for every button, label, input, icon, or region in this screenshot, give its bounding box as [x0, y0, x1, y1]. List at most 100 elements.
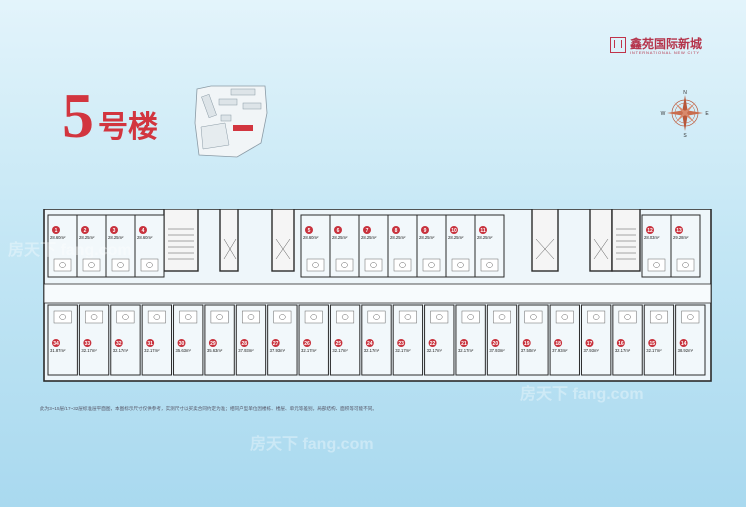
- unit-badge: [392, 226, 400, 234]
- unit-number: 5: [308, 228, 311, 234]
- top-unit-5: 528.60m²: [300, 214, 331, 278]
- unit-area: 32.17m²: [458, 348, 474, 353]
- building-label: 号楼: [98, 110, 158, 145]
- unit-area: 35.63m²: [207, 348, 223, 353]
- unit-area: 28.25m²: [419, 235, 435, 240]
- unit-area: 32.17m²: [113, 348, 129, 353]
- unit-badge: [303, 339, 312, 347]
- site-key-map: [194, 85, 268, 158]
- unit-badge: [240, 339, 249, 347]
- unit-number: 1: [55, 228, 58, 234]
- unit-number: 22: [430, 341, 436, 347]
- unit-area: 32.17m²: [301, 348, 317, 353]
- unit-area: 32.17m²: [427, 348, 443, 353]
- unit-badge: [334, 339, 343, 347]
- brand-name: 鑫苑国际新城: [630, 37, 703, 51]
- unit-area: 32.17m²: [615, 348, 631, 353]
- unit-area: 28.25m²: [108, 235, 124, 240]
- top-unit-8: 828.25m²: [387, 214, 418, 278]
- unit-number: 29: [210, 341, 216, 347]
- unit-number: 28: [242, 341, 248, 347]
- top-unit-2: 228.25m²: [76, 214, 107, 278]
- unit-number: 19: [524, 341, 530, 347]
- unit-area: 28.25m²: [79, 235, 95, 240]
- unit-badge: [305, 226, 313, 234]
- unit-badge: [585, 339, 594, 347]
- unit-number: 3: [113, 228, 116, 234]
- unit-badge: [334, 226, 342, 234]
- unit-number: 8: [395, 228, 398, 234]
- unit-area: 38.92m²: [678, 348, 694, 353]
- unit-number: 15: [649, 341, 655, 347]
- unit-badge: [522, 339, 531, 347]
- unit-badge: [616, 339, 625, 347]
- unit-number: 23: [398, 341, 404, 347]
- unit-badge: [81, 226, 89, 234]
- unit-number: 6: [337, 228, 340, 234]
- unit-badge: [428, 339, 437, 347]
- unit-number: 21: [461, 341, 467, 347]
- unit-area: 28.60m²: [303, 235, 319, 240]
- unit-badge: [459, 339, 468, 347]
- top-unit-6: 628.25m²: [329, 214, 360, 278]
- unit-badge: [271, 339, 280, 347]
- unit-badge: [397, 339, 406, 347]
- unit-area: 28.60m²: [137, 235, 153, 240]
- unit-badge: [648, 339, 657, 347]
- unit-area: 32.17m²: [332, 348, 348, 353]
- unit-area: 37.93m²: [583, 348, 599, 353]
- unit-badge: [679, 339, 688, 347]
- unit-area: 37.93m²: [489, 348, 505, 353]
- unit-number: 2: [84, 228, 87, 234]
- compass-n-label: N: [683, 90, 687, 96]
- unit-number: 12: [647, 228, 653, 234]
- unit-area: 32.17m²: [144, 348, 160, 353]
- unit-area: 28.25m²: [361, 235, 377, 240]
- watermark: 房天下 fang.com: [520, 386, 644, 403]
- unit-area: 28.25m²: [448, 235, 464, 240]
- unit-badge: [52, 226, 60, 234]
- unit-number: 11: [480, 228, 486, 234]
- unit-number: 25: [336, 341, 342, 347]
- plan-footnote: 此为3~15层/17~32层标准层平面图，本图标示尺寸仅供参考，实测尺寸以买卖合…: [40, 406, 377, 411]
- unit-badge: [365, 339, 374, 347]
- unit-badge: [110, 226, 118, 234]
- watermark: 房天下 fang.com: [250, 436, 374, 453]
- unit-area: 29.28m²: [673, 235, 689, 240]
- unit-area: 32.17m²: [364, 348, 380, 353]
- unit-number: 16: [618, 341, 624, 347]
- unit-badge: [421, 226, 429, 234]
- compass-rose-icon: N S E W: [661, 90, 710, 138]
- unit-badge: [177, 339, 186, 347]
- top-unit-4: 428.60m²: [134, 214, 165, 278]
- unit-badge: [139, 226, 147, 234]
- compass-s-label: S: [683, 133, 687, 138]
- unit-number: 20: [493, 341, 499, 347]
- unit-area: 28.25m²: [390, 235, 406, 240]
- unit-number: 13: [676, 228, 682, 234]
- unit-area: 37.93m²: [270, 348, 286, 353]
- compass-e-label: E: [705, 111, 709, 117]
- unit-number: 14: [681, 341, 687, 347]
- brand-logo: 鑫苑国际新城 INTERNATIONAL NEW CITY: [610, 34, 706, 64]
- unit-badge: [83, 339, 92, 347]
